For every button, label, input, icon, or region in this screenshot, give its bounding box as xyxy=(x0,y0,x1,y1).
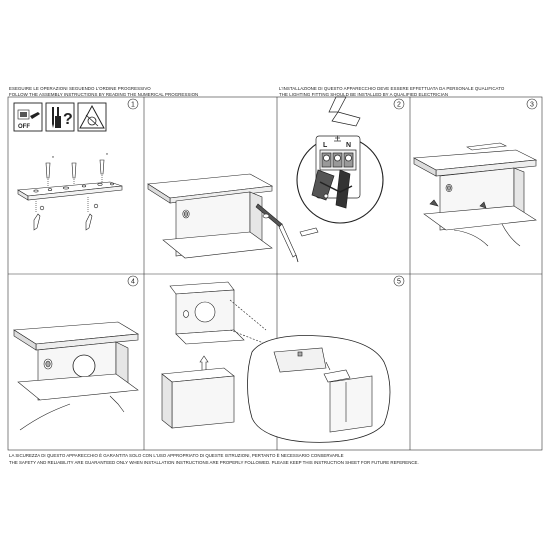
step-4-badge xyxy=(127,275,139,287)
screws-top: * * xyxy=(45,153,108,186)
step-diffuser-panel xyxy=(161,281,267,429)
header-right-english: THE LIGHTING FITTING SHOULD BE INSTALLED… xyxy=(279,92,449,97)
tools-icon: ? xyxy=(45,102,75,132)
empty-panel xyxy=(410,274,542,450)
step-fixture-wiring-panel xyxy=(147,173,319,263)
footer-italian: LA SICUREZZA DI QUESTO APPARECCHIO È GAR… xyxy=(9,453,344,458)
header-right: L'INSTALLAZIONE DI QUESTO APPARECCHIO DE… xyxy=(279,86,504,98)
power-off-icon: OFF xyxy=(13,102,43,132)
step-3-number: 3 xyxy=(530,102,534,109)
svg-text:*: * xyxy=(106,153,108,159)
step-2-number: 2 xyxy=(397,102,401,109)
step-4-panel: 4 xyxy=(13,275,139,431)
terminal-live-label: L xyxy=(323,142,328,149)
header-right-italian: L'INSTALLAZIONE DI QUESTO APPARECCHIO DE… xyxy=(279,86,505,91)
off-label: OFF xyxy=(18,124,30,130)
step-5-panel: 5 xyxy=(247,275,405,443)
step-1-panel: OFF ? 1 xyxy=(13,98,139,231)
no-recycle-warning-icon xyxy=(77,102,107,132)
grid-frame xyxy=(7,96,543,451)
mounting-bracket xyxy=(17,181,123,201)
step-1-badge xyxy=(127,98,139,110)
step-3-panel: 3 xyxy=(412,98,538,247)
wall-plugs xyxy=(33,197,99,231)
step-5-badge xyxy=(393,275,405,287)
step-3-badge xyxy=(526,98,538,110)
step-2-panel: 2 L N xyxy=(296,96,405,224)
header-left: ESEGUIRE LE OPERAZIONI SEGUENDO L'ORDINE… xyxy=(9,86,198,98)
header-left-italian: ESEGUIRE LE OPERAZIONI SEGUENDO L'ORDINE… xyxy=(9,86,151,91)
footer-english: THE SAFETY AND RELIABILITY ARE GUARANTEE… xyxy=(9,460,419,465)
question-mark: ? xyxy=(63,111,73,128)
step-1-number: 1 xyxy=(131,102,135,109)
header-left-english: FOLLOW THE ASSEMBLY INSTRUCTIONS BY READ… xyxy=(9,92,199,97)
step-5-number: 5 xyxy=(397,279,401,286)
svg-text:*: * xyxy=(52,156,54,162)
step-2-badge xyxy=(393,98,405,110)
step-4-number: 4 xyxy=(131,279,135,286)
terminal-neutral-label: N xyxy=(346,142,351,149)
